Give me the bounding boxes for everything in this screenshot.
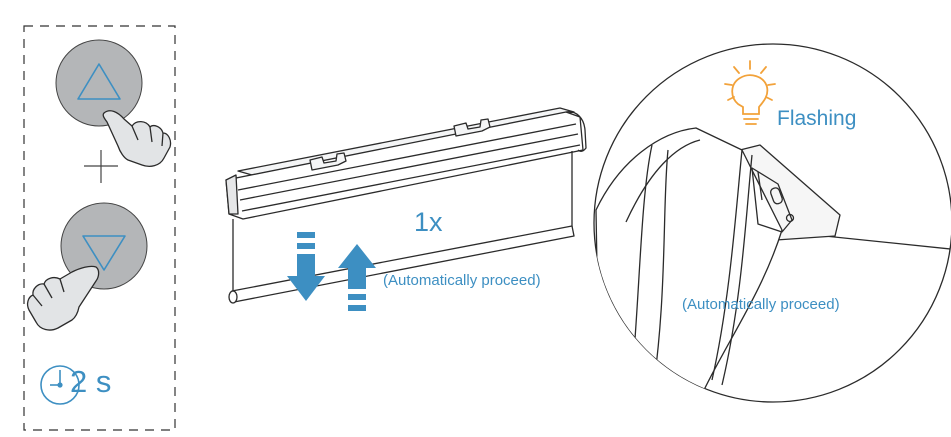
plus-icon bbox=[84, 150, 118, 183]
up-button bbox=[55, 39, 143, 127]
count-label: 1x bbox=[414, 207, 443, 237]
up-triangle-icon bbox=[77, 63, 121, 100]
duration-label: 2 s bbox=[70, 364, 112, 399]
lightbulb-icon bbox=[724, 60, 776, 125]
down-triangle-icon bbox=[82, 235, 126, 271]
zoom-view bbox=[593, 43, 951, 403]
auto-proceed-label-right: (Automatically proceed) bbox=[682, 296, 840, 313]
arrow-down-icon bbox=[287, 232, 325, 301]
clock-icon bbox=[40, 365, 80, 405]
dashed-panel bbox=[23, 25, 176, 431]
arrow-up-icon bbox=[338, 244, 376, 311]
hand-icon bbox=[102, 110, 172, 167]
flashing-label: Flashing bbox=[777, 107, 857, 130]
auto-proceed-label-left: (Automatically proceed) bbox=[383, 272, 541, 289]
hand-icon bbox=[26, 265, 100, 331]
